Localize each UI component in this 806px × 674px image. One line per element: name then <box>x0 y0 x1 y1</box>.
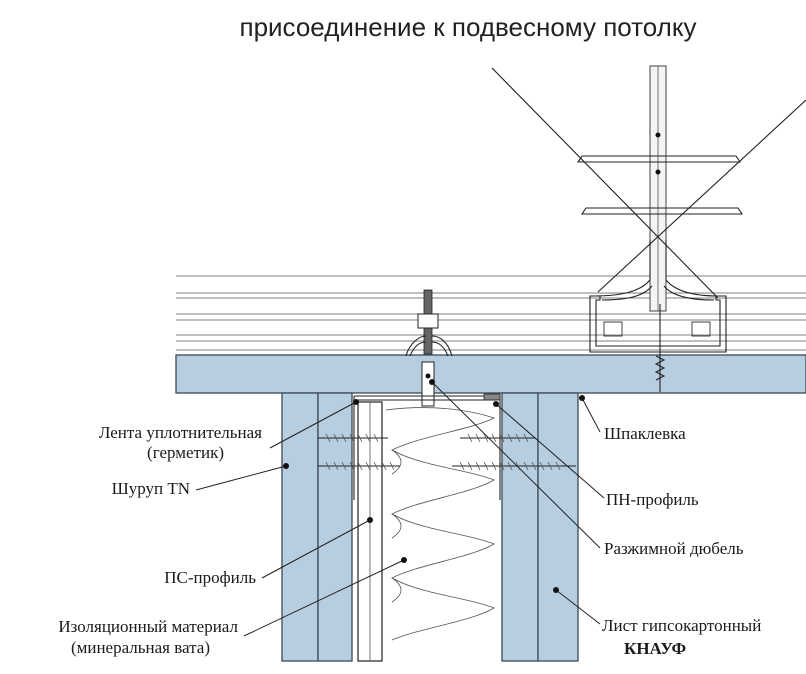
ceiling-hanger <box>491 65 806 392</box>
label-sealing-tape-sub: (герметик) <box>147 443 224 462</box>
label-anchor: Разжимной дюбель <box>604 539 744 558</box>
mineral-wool <box>385 407 496 641</box>
label-insulation: Изоляционный материал <box>58 617 238 636</box>
label-pn-profile: ПН-профиль <box>606 490 699 509</box>
label-screw-tn: Шуруп TN <box>112 479 190 498</box>
ceiling-gypsum-board <box>175 354 806 394</box>
wall-board-right-outer <box>537 392 579 662</box>
diagram-title: присоединение к подвесному потолку <box>239 12 696 42</box>
ps-profile <box>357 401 383 662</box>
ceiling-upper-layers <box>176 275 806 351</box>
anchor-bolt <box>405 289 453 407</box>
wall-board-right-inner <box>501 392 539 662</box>
wall-board-left-outer <box>281 392 319 662</box>
label-gypsum-board: Лист гипсокартонный <box>602 616 761 635</box>
screws <box>318 433 576 471</box>
wall-board-left-inner <box>317 392 353 662</box>
label-insulation-sub: (минеральная вата) <box>71 638 210 657</box>
sealing-tape <box>483 393 501 401</box>
label-sealing-tape: Лента уплотнительная <box>99 423 262 442</box>
leader-lines <box>195 379 605 637</box>
label-gypsum-brand: КНАУФ <box>624 639 686 658</box>
label-putty: Шпаклевка <box>604 424 686 443</box>
label-ps-profile: ПС-профиль <box>164 568 256 587</box>
